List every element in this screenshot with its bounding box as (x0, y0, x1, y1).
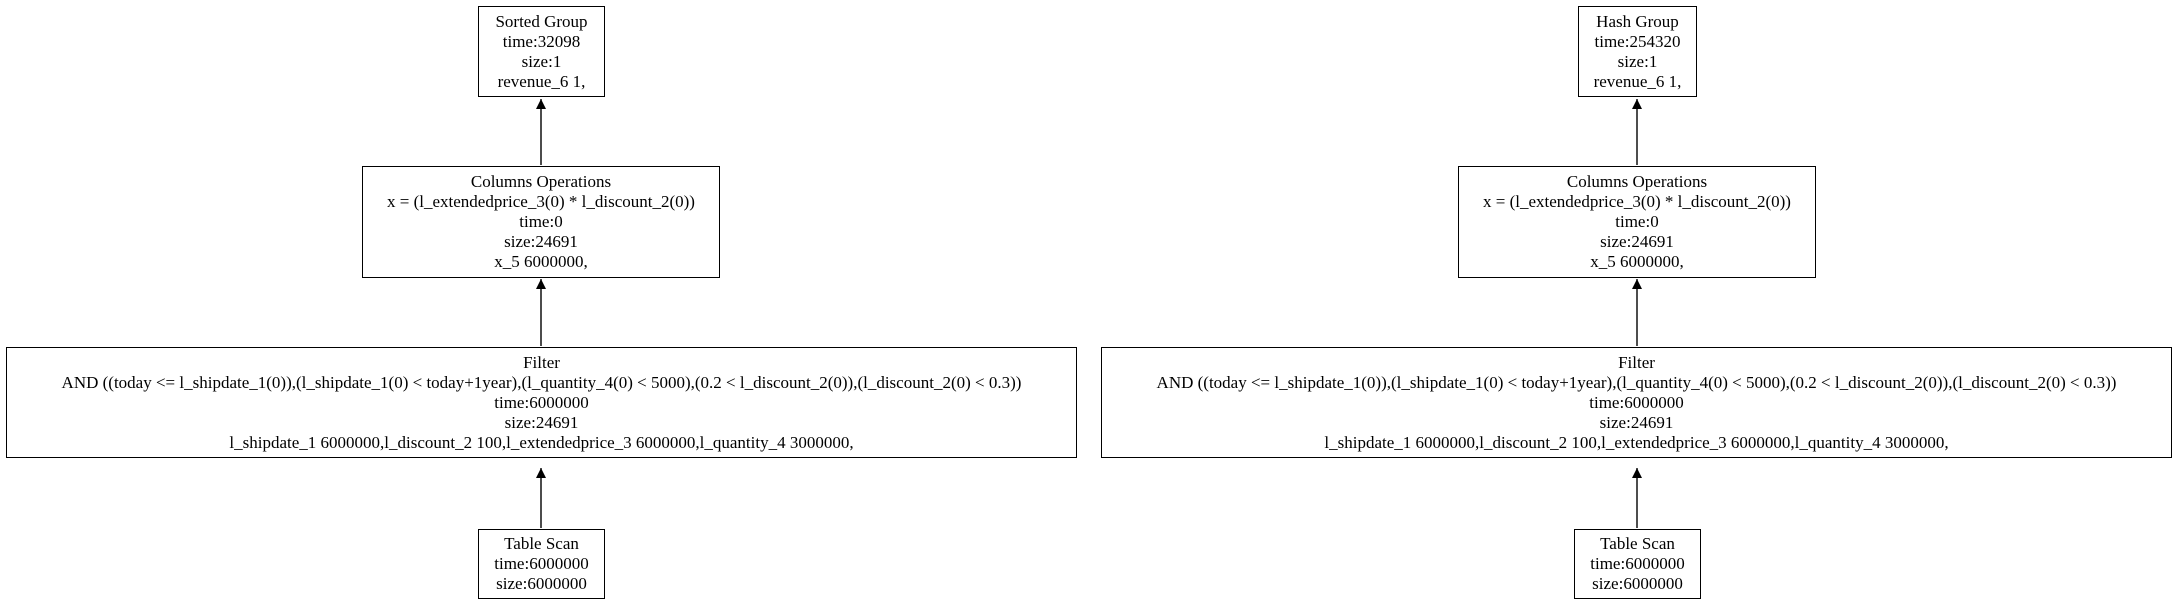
node-line: AND ((today <= l_shipdate_1(0)),(l_shipd… (61, 372, 1022, 392)
node-title: Columns Operations (470, 172, 612, 191)
node-line: x_5 6000000, (494, 252, 588, 271)
filter-node: Filter AND ((today <= l_shipdate_1(0)),(… (1101, 347, 2172, 458)
node-line: time:254320 (1594, 31, 1681, 51)
node-title: Table Scan (1600, 534, 1675, 553)
node-line: time:6000000 (1590, 554, 1685, 573)
columns-operations-node: Columns Operations x = (l_extendedprice_… (1458, 166, 1816, 278)
node-line: size:24691 (1600, 232, 1674, 251)
node-line: l_shipdate_1 6000000,l_discount_2 100,l_… (1324, 432, 1949, 452)
table-scan-node: Table Scan time:6000000 size:6000000 (478, 529, 605, 599)
node-title: Table Scan (504, 534, 579, 553)
node-line: size:24691 (504, 232, 578, 251)
node-line: time:0 (1615, 212, 1659, 231)
hash-group-node: Hash Group time:254320 size:1 revenue_6 … (1578, 6, 1697, 97)
node-line: x = (l_extendedprice_3(0) * l_discount_2… (1483, 192, 1791, 211)
node-line: time:0 (519, 212, 563, 231)
sorted-group-node: Sorted Group time:32098 size:1 revenue_6… (478, 6, 605, 97)
node-line: size:1 (1617, 51, 1658, 71)
node-line: size:6000000 (496, 574, 587, 593)
node-title: Hash Group (1596, 11, 1679, 31)
node-line: time:6000000 (494, 392, 589, 412)
node-line: revenue_6 1, (497, 71, 586, 91)
node-line: size:24691 (504, 412, 579, 432)
node-title: Sorted Group (495, 11, 588, 31)
node-line: revenue_6 1, (1593, 71, 1682, 91)
node-line: size:6000000 (1592, 574, 1683, 593)
node-line: x_5 6000000, (1590, 252, 1684, 271)
node-line: x = (l_extendedprice_3(0) * l_discount_2… (387, 192, 695, 211)
filter-node: Filter AND ((today <= l_shipdate_1(0)),(… (6, 347, 1077, 458)
node-title: Filter (523, 352, 560, 372)
node-line: size:24691 (1599, 412, 1674, 432)
node-line: AND ((today <= l_shipdate_1(0)),(l_shipd… (1156, 372, 2117, 392)
node-line: size:1 (521, 51, 562, 71)
node-line: time:6000000 (1589, 392, 1684, 412)
node-line: time:32098 (502, 31, 581, 51)
node-line: l_shipdate_1 6000000,l_discount_2 100,l_… (229, 432, 854, 452)
columns-operations-node: Columns Operations x = (l_extendedprice_… (362, 166, 720, 278)
node-title: Columns Operations (1566, 172, 1708, 191)
node-line: time:6000000 (494, 554, 589, 573)
node-title: Filter (1618, 352, 1655, 372)
table-scan-node: Table Scan time:6000000 size:6000000 (1574, 529, 1701, 599)
